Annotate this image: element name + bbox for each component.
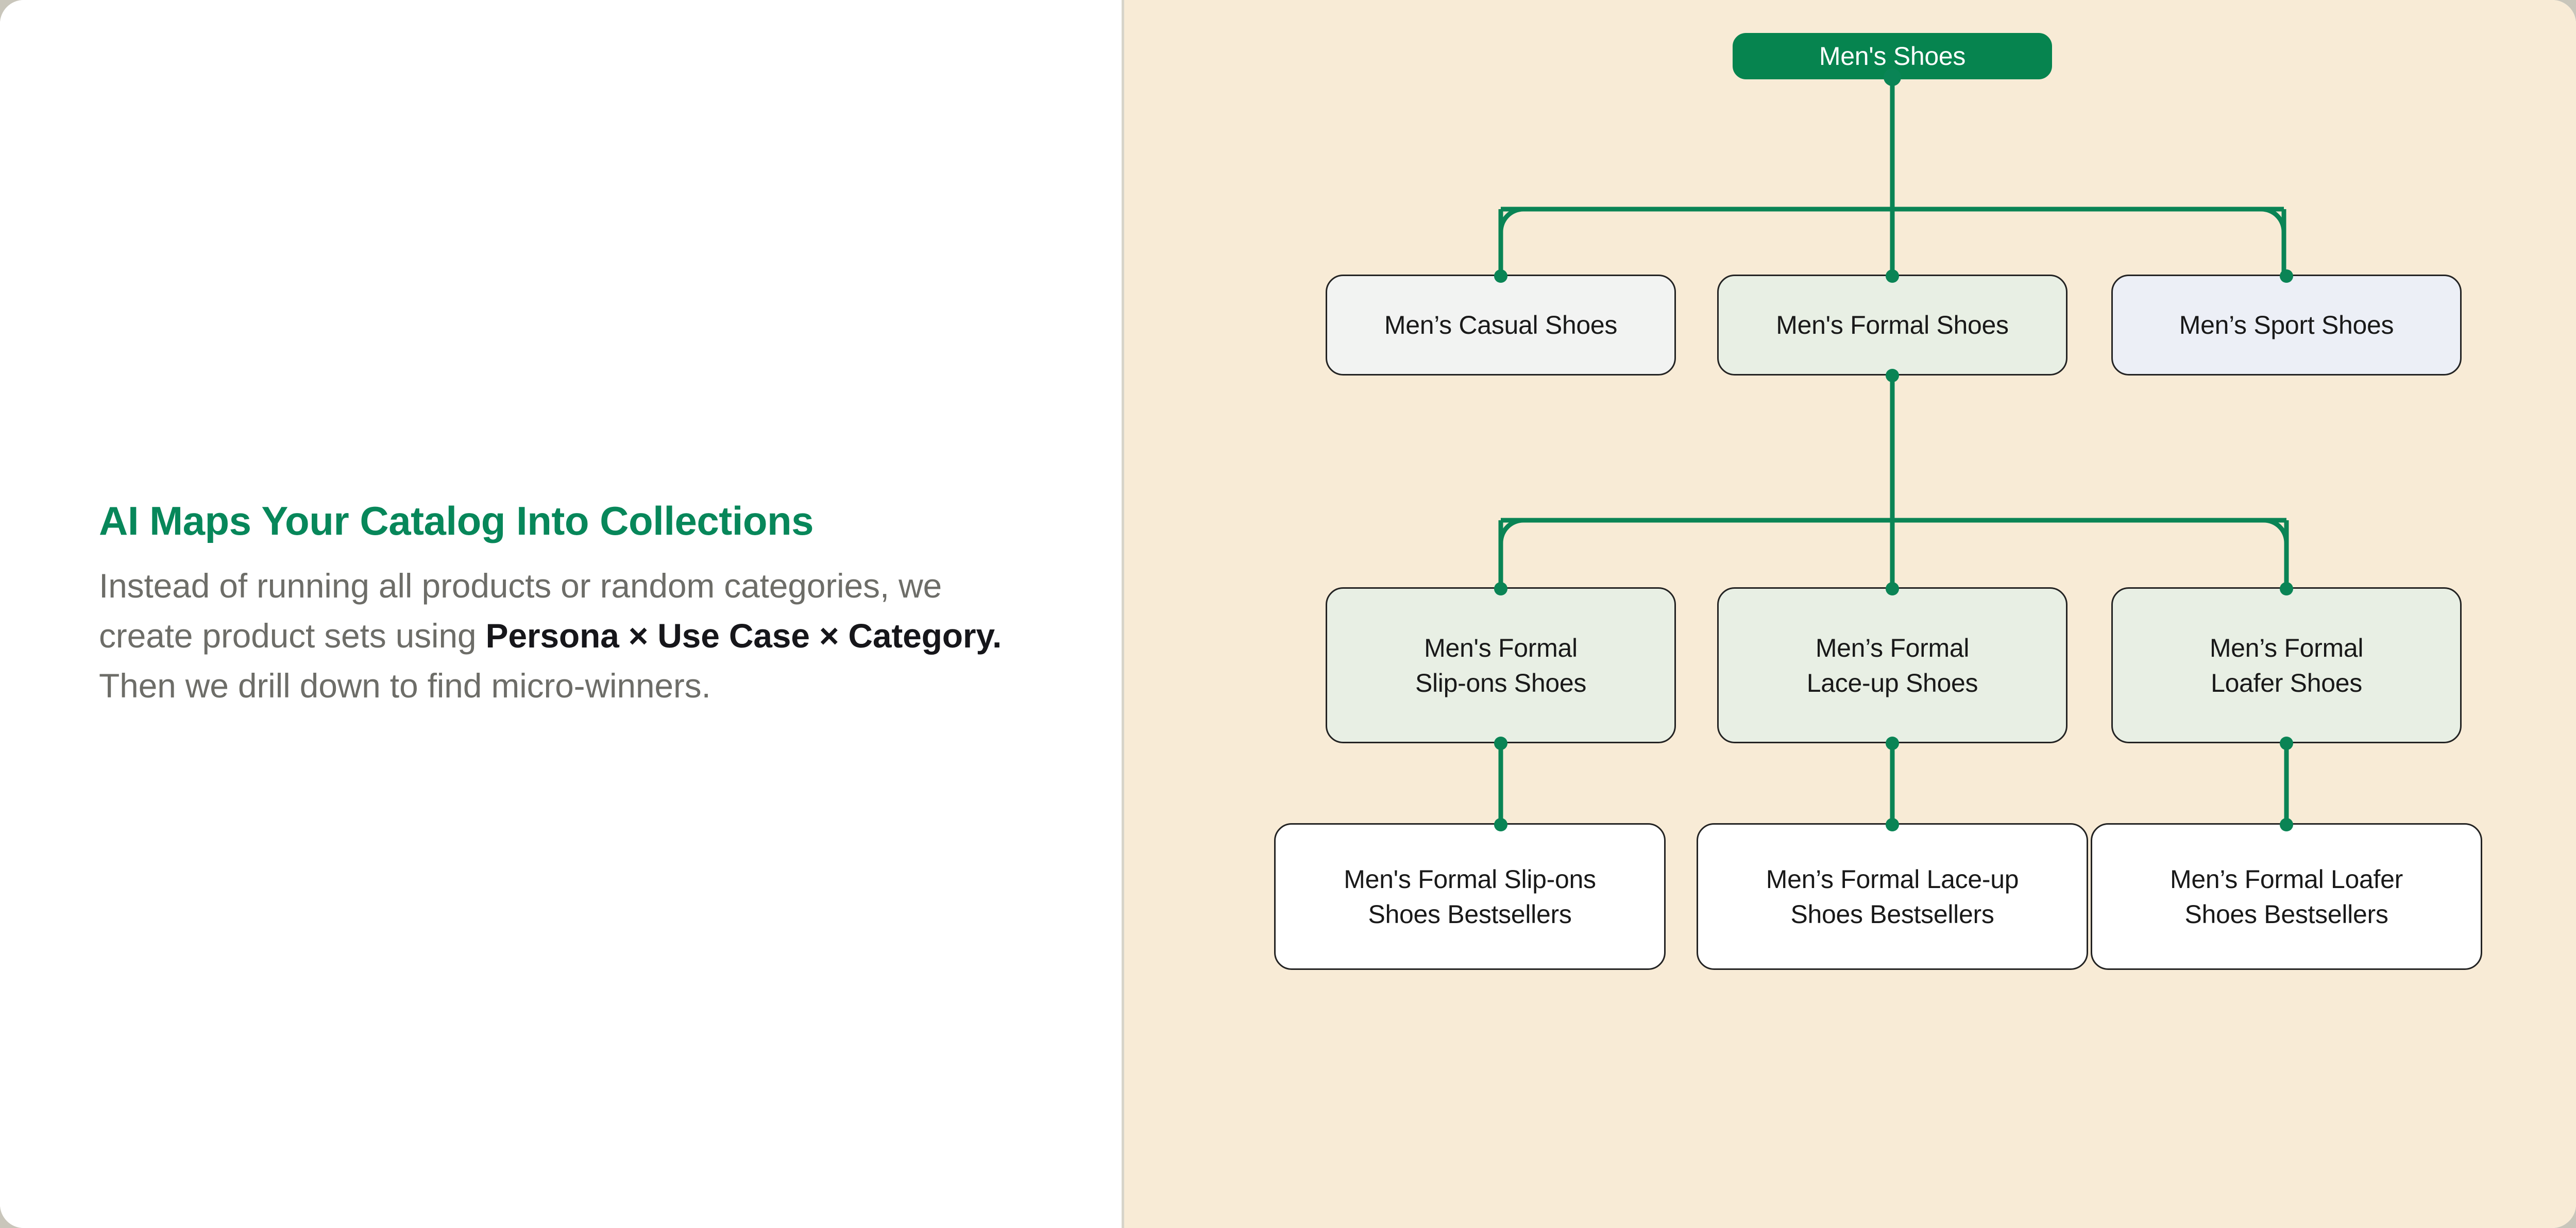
node-label-line-1: Men’s Formal: [1815, 633, 1970, 662]
node-label-line-2: Shoes Bestsellers: [1790, 899, 1994, 929]
node-mens-formal-lace-up-shoes-bestsellers[interactable]: Men’s Formal Lace-up Shoes Bestsellers: [1697, 823, 2088, 970]
port-loafer-top: [2280, 582, 2293, 595]
port-root-bottom: [1884, 69, 1901, 86]
port-slipons-bs-top: [1494, 818, 1507, 831]
node-mens-sport-shoes[interactable]: Men’s Sport Shoes: [2111, 275, 2462, 376]
port-casual-top: [1494, 269, 1507, 283]
port-loafer-bs-top: [2280, 818, 2293, 831]
body-text-part-1: Instead of running all products or rando…: [99, 567, 942, 655]
node-mens-formal-slip-ons-shoes-bestsellers[interactable]: Men's Formal Slip-ons Shoes Bestsellers: [1274, 823, 1666, 970]
node-mens-formal-lace-up-shoes[interactable]: Men’s Formal Lace-up Shoes: [1717, 587, 2067, 743]
node-label-line-1: Men's Formal Slip-ons: [1344, 864, 1596, 894]
node-mens-formal-slip-ons-shoes[interactable]: Men's Formal Slip-ons Shoes: [1326, 587, 1676, 743]
body-text-part-2: Then we drill down to find micro-winners…: [99, 667, 711, 705]
port-loafer-bottom: [2280, 737, 2293, 750]
elbow-right-level2: [2261, 518, 2289, 545]
port-laceup-top: [1886, 582, 1899, 595]
port-slipons-bottom: [1494, 737, 1507, 750]
node-mens-formal-loafer-shoes[interactable]: Men’s Formal Loafer Shoes: [2111, 587, 2462, 743]
elbow-left-level2: [1498, 518, 1526, 545]
node-label-line-1: Men’s Formal: [2209, 633, 2364, 662]
port-formal-bottom: [1886, 369, 1899, 382]
left-copy-pane: AI Maps Your Catalog Into Collections In…: [0, 0, 1124, 1228]
node-label-line-1: Men's Formal: [1424, 633, 1578, 662]
node-label-line-2: Shoes Bestsellers: [2184, 899, 2388, 929]
node-label-line-2: Shoes Bestsellers: [1368, 899, 1572, 929]
node-label-line-1: Men’s Formal Lace-up: [1766, 864, 2019, 894]
elbow-left-level1: [1498, 207, 1526, 234]
elbow-right-level1: [2259, 207, 2286, 234]
node-label-line-2: Loafer Shoes: [2211, 668, 2362, 697]
node-label-line-2: Lace-up Shoes: [1806, 668, 1978, 697]
node-label-line-2: Slip-ons Shoes: [1415, 668, 1587, 697]
diagram-pane: Men's Shoes Men’s Casual Shoes Men's For…: [1124, 0, 2576, 1228]
node-label-line-1: Men’s Formal Loafer: [2170, 864, 2403, 894]
copy-block: AI Maps Your Catalog Into Collections In…: [99, 498, 1006, 711]
port-slipons-top: [1494, 582, 1507, 595]
port-formal-top: [1886, 269, 1899, 283]
node-mens-formal-shoes[interactable]: Men's Formal Shoes: [1717, 275, 2067, 376]
body-text-emphasis: Persona × Use Case × Category.: [485, 617, 1002, 655]
body-paragraph: Instead of running all products or rando…: [99, 561, 1006, 711]
port-laceup-bs-top: [1886, 818, 1899, 831]
page-title: AI Maps Your Catalog Into Collections: [99, 498, 814, 543]
port-sport-top: [2280, 269, 2293, 283]
node-mens-formal-loafer-shoes-bestsellers[interactable]: Men’s Formal Loafer Shoes Bestsellers: [2091, 823, 2482, 970]
port-laceup-bottom: [1886, 737, 1899, 750]
taxonomy-tree: Men's Shoes Men’s Casual Shoes Men's For…: [1124, 0, 2573, 1228]
node-mens-casual-shoes[interactable]: Men’s Casual Shoes: [1326, 275, 1676, 376]
